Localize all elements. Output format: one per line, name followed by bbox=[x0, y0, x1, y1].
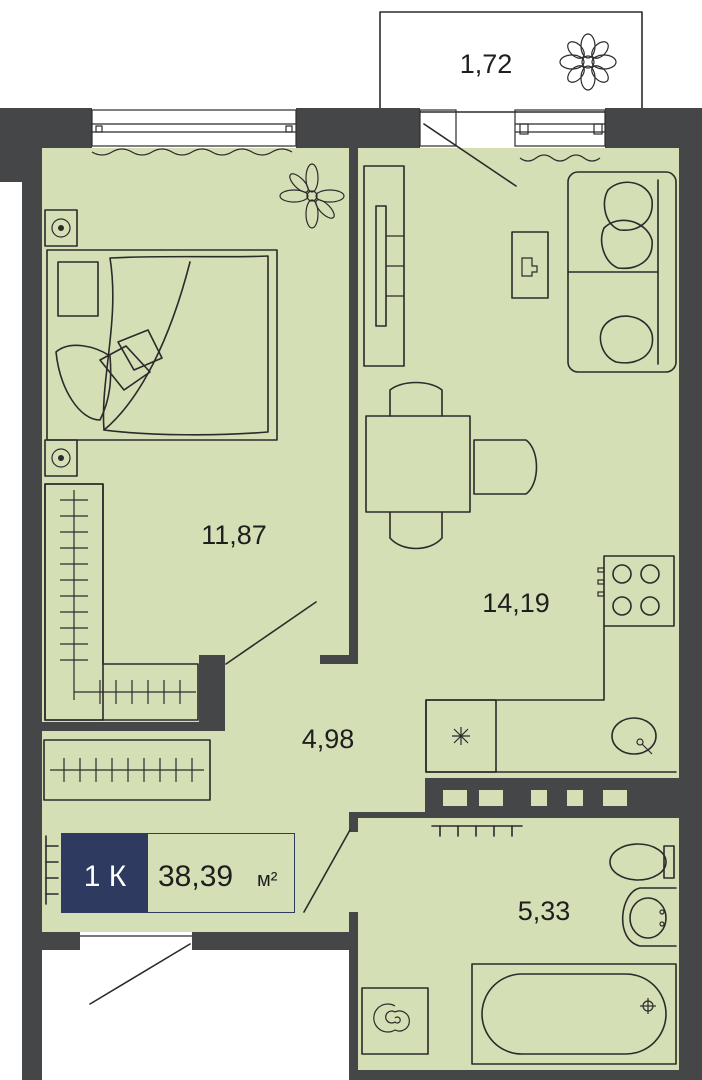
wardrobe-icon bbox=[44, 483, 199, 721]
table-icon bbox=[511, 231, 549, 299]
nightstand-icon bbox=[44, 209, 78, 247]
door-icon bbox=[225, 601, 317, 665]
table-icon bbox=[365, 381, 471, 550]
bedroom: 11,87 bbox=[44, 163, 345, 721]
hallway: 4,98 bbox=[43, 724, 355, 1005]
badge-unit: м² bbox=[257, 869, 278, 891]
window-icon bbox=[419, 109, 606, 187]
apartment-badge: 1 К 38,39 м² bbox=[61, 833, 295, 913]
tv-icon bbox=[363, 165, 405, 367]
bed-icon bbox=[46, 249, 278, 441]
door-icon bbox=[80, 829, 351, 1005]
bathroom-area: 5,33 bbox=[518, 896, 571, 926]
toilet-icon bbox=[609, 843, 675, 881]
coat-hooks bbox=[45, 835, 59, 905]
sink-icon bbox=[611, 717, 657, 755]
stove-icon bbox=[597, 555, 675, 627]
towel-rail bbox=[431, 825, 523, 837]
balcony-floor bbox=[379, 11, 643, 113]
flower-icon bbox=[559, 33, 617, 91]
living-kitchen: 14,19 bbox=[363, 165, 677, 773]
wardrobe-icon bbox=[43, 739, 211, 801]
boiler-icon bbox=[361, 987, 429, 1055]
badge-total-area: 38,39 bbox=[158, 860, 233, 893]
balcony-area: 1,72 bbox=[460, 49, 513, 79]
bathroom-floor bbox=[358, 790, 679, 1070]
walls bbox=[0, 108, 702, 1080]
flower-icon bbox=[279, 163, 345, 229]
sink-icon bbox=[621, 887, 677, 947]
chair-icon bbox=[473, 439, 538, 495]
bedroom-area: 11,87 bbox=[201, 520, 267, 550]
balcony: 1,72 bbox=[460, 33, 617, 91]
badge-area-box bbox=[148, 834, 294, 912]
living-area: 14,19 bbox=[482, 588, 550, 618]
hallway-area: 4,98 bbox=[302, 724, 355, 754]
bathroom: 5,33 bbox=[361, 825, 677, 1065]
window-icon bbox=[91, 109, 297, 156]
bathtub-icon bbox=[471, 963, 677, 1065]
fridge-icon bbox=[425, 699, 497, 773]
badge-rooms-box bbox=[62, 834, 148, 912]
badge-rooms: 1 К bbox=[84, 860, 127, 893]
sofa-icon bbox=[567, 171, 677, 373]
